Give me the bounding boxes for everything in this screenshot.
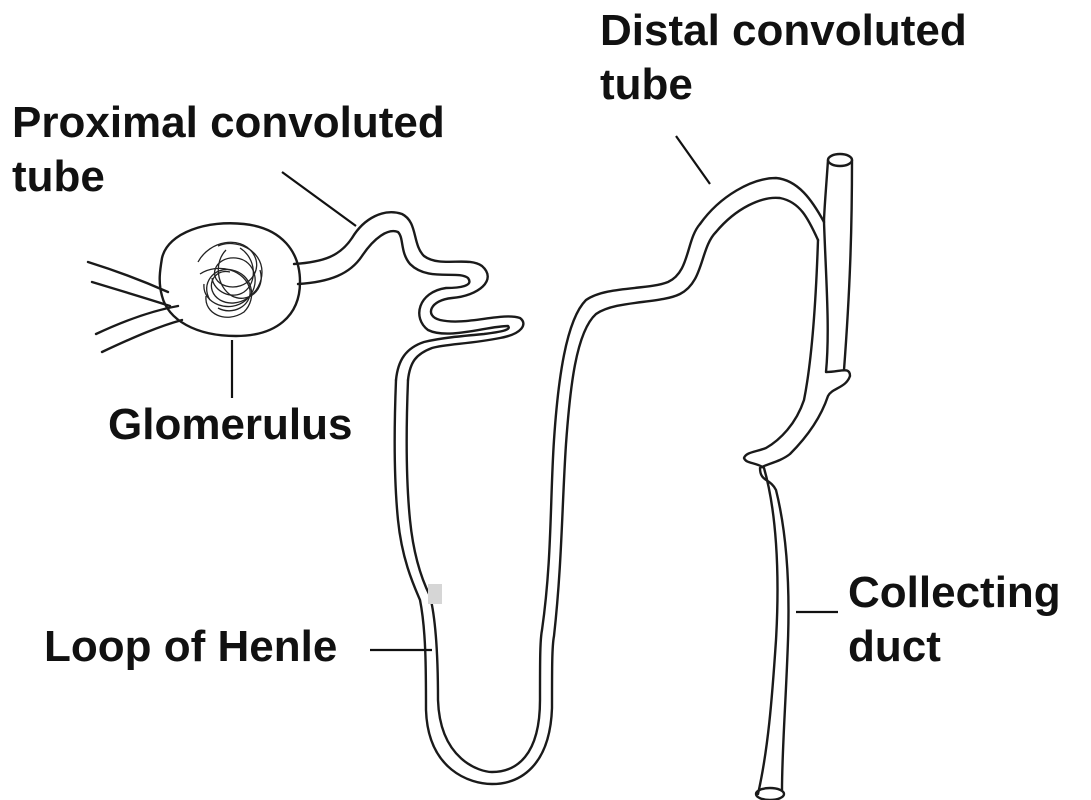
label-distal-line2: tube [600,60,693,109]
collecting-duct-tube [744,154,852,800]
proximal-convoluted-tubule [294,212,523,380]
label-collecting-duct: Collecting duct [848,566,1061,674]
label-distal-convoluted-tube: Distal convoluted tube [600,4,967,112]
label-proximal-line2: tube [12,152,105,201]
henle-marker [428,584,442,604]
leader-lines [232,136,838,650]
label-proximal-line1: Proximal convoluted [12,98,445,147]
bowmans-capsule [160,223,300,336]
distal-convoluted-tubule [700,178,824,240]
glomerulus-coil [198,242,262,317]
label-loop-of-henle: Loop of Henle [44,620,337,674]
label-collecting-line2: duct [848,622,941,671]
label-glomerulus: Glomerulus [108,398,353,452]
loop-of-henle-tubule [395,224,716,784]
label-collecting-line1: Collecting [848,568,1061,617]
label-proximal-convoluted-tube: Proximal convoluted tube [12,96,445,204]
label-distal-line1: Distal convoluted [600,6,967,55]
